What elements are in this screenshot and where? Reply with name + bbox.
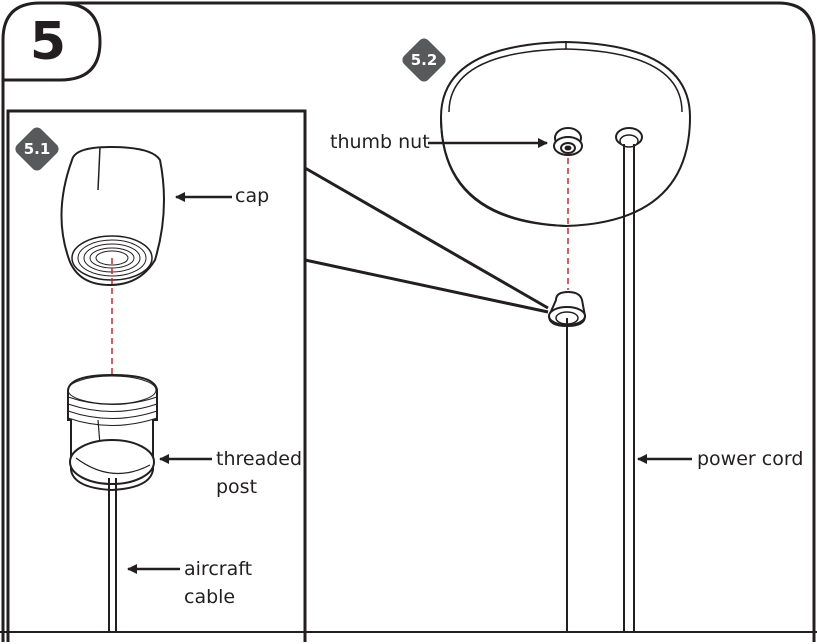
- cap-detail: [60, 145, 165, 287]
- callout-line-top: [304, 166, 549, 310]
- badge-5-1: [15, 127, 59, 171]
- threaded-post-label-line2: post: [216, 476, 258, 498]
- power-cord-label: power cord: [697, 448, 804, 470]
- threaded-post-detail: [67, 373, 158, 492]
- thumb-nut-label: thumb nut: [330, 131, 430, 153]
- small-cap: [547, 290, 587, 632]
- threaded-post-label-line1: threaded: [216, 448, 303, 470]
- callout-line-bottom: [304, 258, 549, 314]
- power-cord: [623, 144, 635, 632]
- badge-5-2: [402, 38, 446, 82]
- step-number-circle: [3, 1, 102, 82]
- aircraft-cable-detail: [108, 478, 117, 632]
- aircraft-cable-label-line2: cable: [184, 586, 236, 608]
- badge-label-5-2: 5.2: [410, 51, 438, 69]
- step-number: 5: [29, 12, 67, 72]
- detail-inset-panel: [6, 109, 307, 642]
- cord-strain-relief: [615, 127, 643, 148]
- badge-label-5-1: 5.1: [23, 140, 51, 158]
- cap-label: cap: [235, 185, 270, 207]
- aircraft-cable-label-line1: aircraft: [184, 558, 253, 580]
- thumb-nut-icon: [553, 127, 583, 156]
